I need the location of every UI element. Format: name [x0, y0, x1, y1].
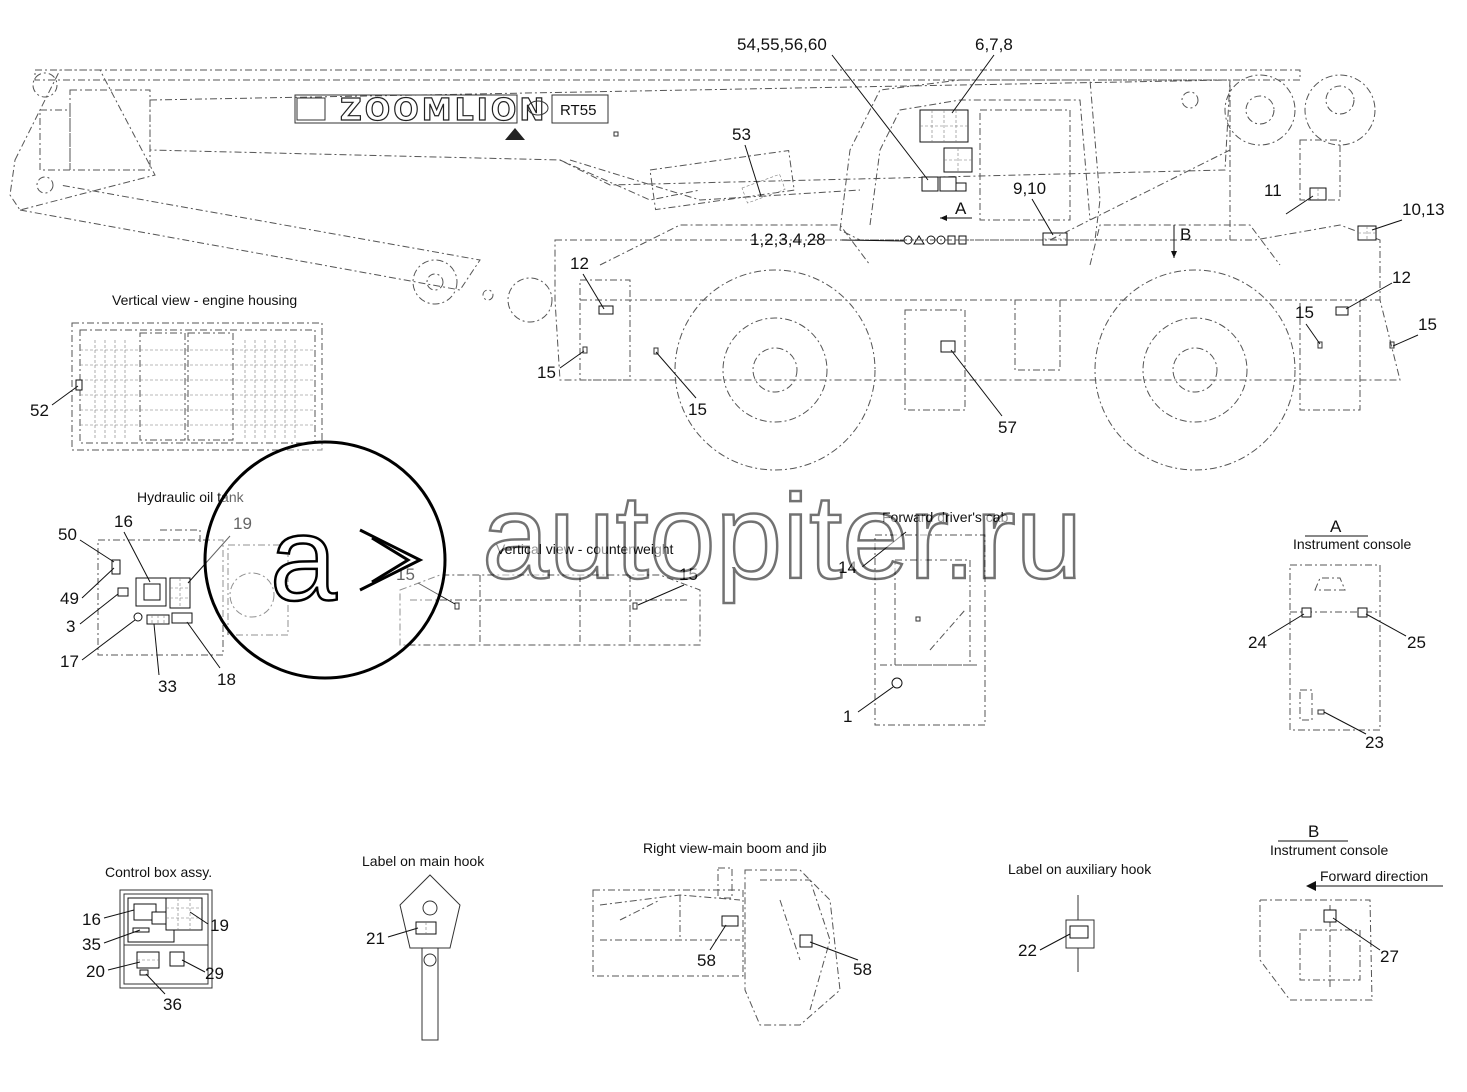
aux-hook-view: Label on auxiliary hook 22	[1008, 861, 1152, 972]
engine-housing-view: Vertical view - engine housing 52	[30, 292, 323, 451]
callout-20: 20	[86, 962, 105, 981]
callout-21: 21	[366, 929, 385, 948]
callout-35: 35	[82, 935, 101, 954]
watermark-a-glyph: a	[270, 492, 337, 626]
callout-57: 57	[998, 418, 1017, 437]
callout-3: 3	[66, 617, 75, 636]
callout-14: 14	[838, 558, 857, 577]
callout-15-rear-b: 15	[1418, 315, 1437, 334]
callout-23: 23	[1365, 733, 1384, 752]
callout-36: 36	[163, 995, 182, 1014]
control-box-view: Control box assy. 16 19 35 20 29 36	[82, 864, 229, 1014]
title-console-b: Instrument console	[1270, 842, 1388, 858]
callout-16-tank: 16	[114, 512, 133, 531]
title-console-a: Instrument console	[1293, 536, 1411, 552]
watermark-text: autopiter.ru	[482, 470, 1082, 604]
view-marker-b: B	[1180, 225, 1191, 244]
main-view-callouts: 54,55,56,60 6,7,8 53 9,10 1,2,3,4,28 11 …	[537, 35, 1445, 437]
title-hydraulic-tank: Hydraulic oil tank	[137, 489, 245, 505]
boom-jib-view: Right view-main boom and jib 58 58	[592, 840, 872, 1026]
brand-model-text: RT55	[560, 102, 596, 119]
counterweight-view: Vertical view - counterweight 15 15	[396, 541, 701, 646]
callout-18: 18	[217, 670, 236, 689]
cab-front-view: Forward driver's cab 14 1	[838, 509, 1009, 726]
title-main-hook: Label on main hook	[362, 853, 485, 869]
callout-19-box: 19	[210, 916, 229, 935]
console-b-view: B Instrument console Forward direction 2…	[1259, 822, 1443, 1001]
callout-19-tank: 19	[233, 514, 252, 533]
title-engine-housing: Vertical view - engine housing	[112, 292, 297, 308]
callout-9-10: 9,10	[1013, 179, 1046, 198]
callout-15-rear-a: 15	[1295, 303, 1314, 322]
title-forward-direction: Forward direction	[1320, 868, 1428, 884]
crane-side-view: ZOOMLION RT55	[9, 69, 1401, 471]
hydraulic-tank-view: Hydraulic oil tank 50 16 19 49 3 17 33 1…	[58, 489, 289, 696]
callout-12-left: 12	[570, 254, 589, 273]
callout-15-center: 15	[688, 400, 707, 419]
title-boom-jib: Right view-main boom and jib	[643, 840, 827, 856]
main-hook-view: Label on main hook 21	[362, 853, 485, 1041]
console-a-view: A Instrument console 24 25 23	[1248, 517, 1426, 752]
callout-54-55-56-60: 54,55,56,60	[737, 35, 827, 54]
callout-58-left: 58	[697, 951, 716, 970]
callout-12-right: 12	[1392, 268, 1411, 287]
callout-24: 24	[1248, 633, 1267, 652]
callout-29: 29	[205, 964, 224, 983]
title-console-a-letter: A	[1330, 517, 1342, 536]
callout-33: 33	[158, 677, 177, 696]
callout-17: 17	[60, 652, 79, 671]
callout-50: 50	[58, 525, 77, 544]
callout-11: 11	[1264, 181, 1282, 200]
callout-53: 53	[732, 125, 751, 144]
callout-16-box: 16	[82, 910, 101, 929]
callout-15-left: 15	[537, 363, 556, 382]
title-cab: Forward driver's cab	[882, 509, 1009, 525]
callout-22: 22	[1018, 941, 1037, 960]
callout-1: 1	[843, 707, 852, 726]
title-aux-hook: Label on auxiliary hook	[1008, 861, 1152, 877]
callout-58-right: 58	[853, 960, 872, 979]
callout-52: 52	[30, 401, 49, 420]
watermark: a autopiter.ru	[203, 440, 1084, 680]
callout-6-7-8: 6,7,8	[975, 35, 1013, 54]
title-counterweight: Vertical view - counterweight	[496, 541, 674, 557]
callout-10-13: 10,13	[1402, 200, 1445, 219]
brand-logo-text: ZOOMLION	[340, 93, 548, 128]
title-console-b-letter: B	[1308, 822, 1319, 841]
title-control-box: Control box assy.	[105, 864, 212, 880]
callout-1-2-3-4-28: 1,2,3,4,28	[750, 230, 826, 249]
view-marker-a: A	[955, 199, 967, 218]
callout-49: 49	[60, 589, 79, 608]
callout-25: 25	[1407, 633, 1426, 652]
callout-15-cw-right: 15	[679, 565, 698, 584]
callout-27: 27	[1380, 947, 1399, 966]
